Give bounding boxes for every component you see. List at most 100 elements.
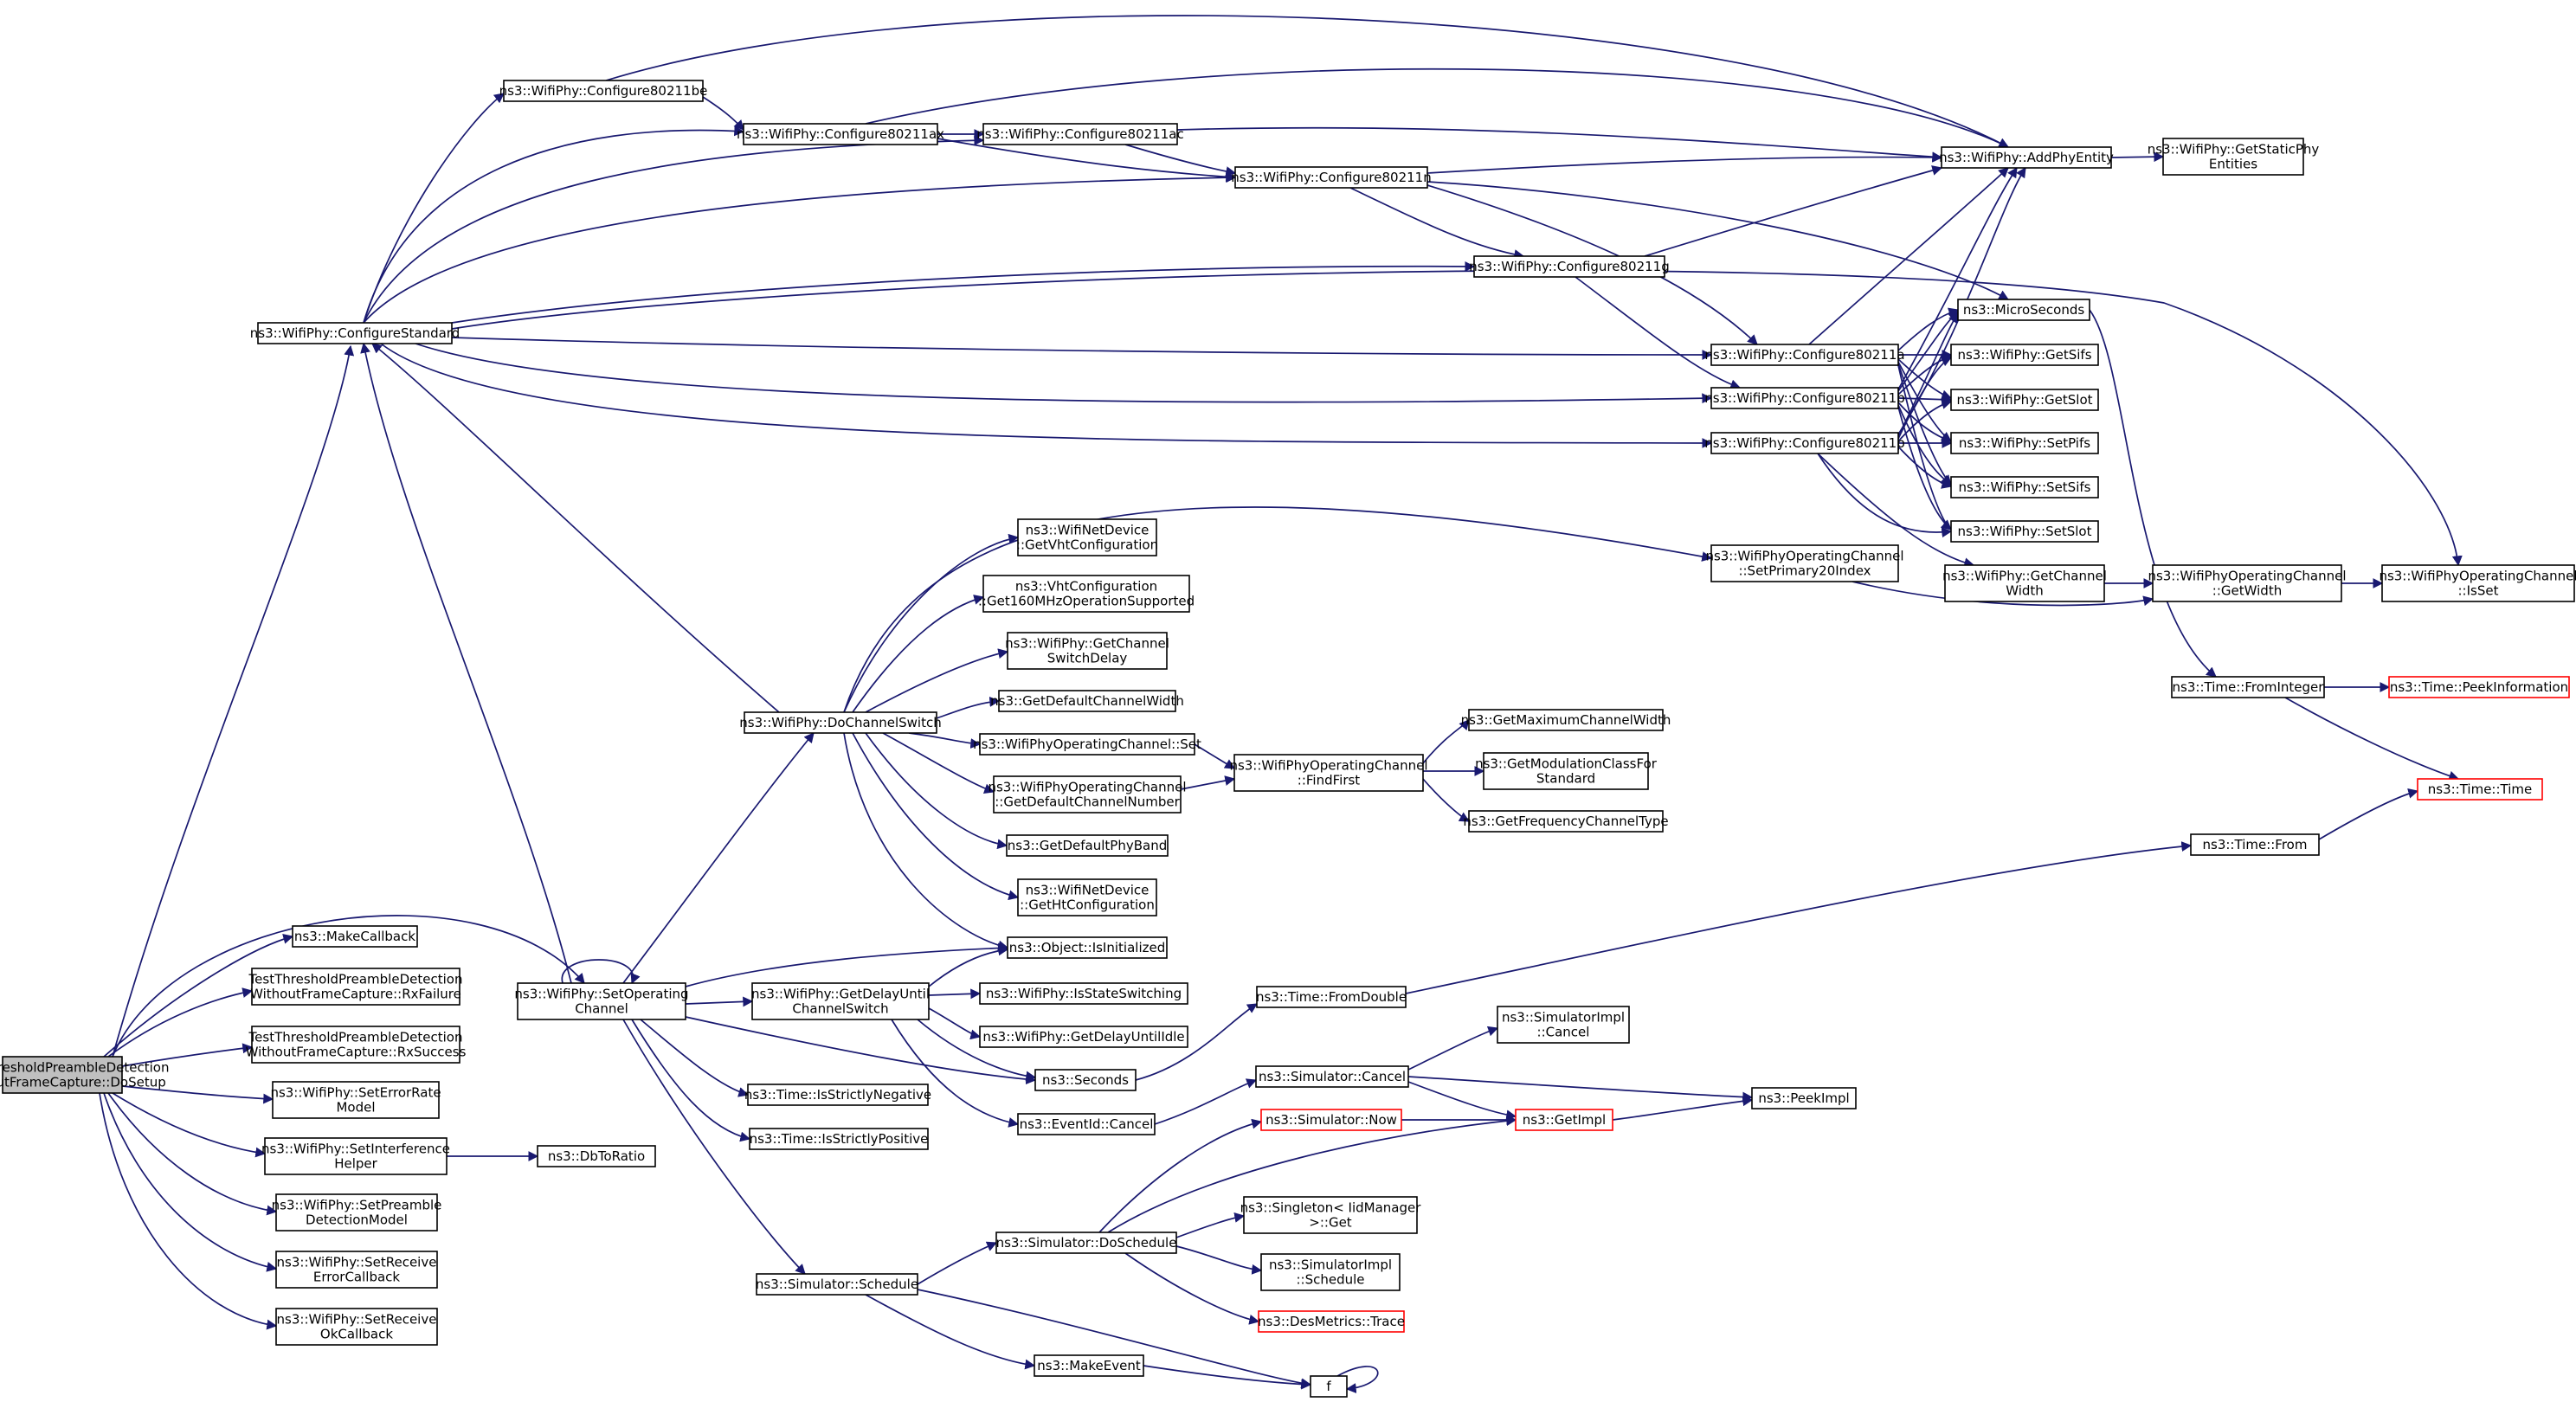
node-rxSuccess[interactable]: TestThresholdPreambleDetectionWithoutFra…	[246, 1026, 467, 1064]
node-label: TestThresholdPreambleDetection	[0, 1060, 169, 1076]
node-opChIsSet[interactable]: ns3::WifiPhyOperatingChannel::IsSet	[2379, 564, 2576, 602]
node-getDefaultPhyBand[interactable]: ns3::GetDefaultPhyBand	[1006, 834, 1169, 857]
node-box	[1957, 299, 2090, 321]
node-microSeconds[interactable]: ns3::MicroSeconds	[1957, 299, 2090, 321]
node-configure80211b[interactable]: ns3::WifiPhy::Configure80211b	[1704, 387, 1905, 409]
node-doSchedule[interactable]: ns3::Simulator::DoSchedule	[995, 1232, 1177, 1254]
edge-configure80211p-to-setSlot	[1817, 453, 1953, 538]
node-box	[1310, 1375, 1348, 1398]
node-peekImpl[interactable]: ns3::PeekImpl	[1751, 1087, 1857, 1109]
node-getImpl[interactable]: ns3::GetImpl	[1515, 1109, 1613, 1131]
node-getDefaultChannelNumber[interactable]: ns3::WifiPhyOperatingChannel::GetDefault…	[988, 775, 1187, 814]
edge-simulatorSchedule-to-f	[917, 1289, 1312, 1389]
node-configure80211p[interactable]: ns3::WifiPhy::Configure80211p	[1704, 432, 1905, 454]
node-configure80211n[interactable]: ns3::WifiPhy::Configure80211n	[1231, 166, 1432, 189]
node-configure80211g[interactable]: ns3::WifiPhy::Configure80211g	[1469, 255, 1670, 278]
node-setPrimary20Index[interactable]: ns3::WifiPhyOperatingChannel::SetPrimary…	[1705, 544, 1904, 582]
node-doChannelSwitch[interactable]: ns3::WifiPhy::DoChannelSwitch	[739, 711, 942, 734]
edge-doChannelSwitch-to-getDefaultChannelNumber	[882, 732, 995, 794]
node-getHtConfiguration[interactable]: ns3::WifiNetDevice::GetHtConfiguration	[1017, 878, 1157, 916]
node-label: ::FindFirst	[1298, 773, 1361, 788]
node-label: ::Cancel	[1537, 1025, 1590, 1040]
node-box	[995, 1232, 1177, 1254]
node-configure80211a[interactable]: ns3::WifiPhy::Configure80211a	[1704, 344, 1905, 366]
node-label: ChannelSwitch	[792, 1001, 888, 1017]
node-peekInformation[interactable]: ns3::Time::PeekInformation	[2388, 676, 2570, 698]
node-isStrictlyNegative[interactable]: ns3::Time::IsStrictlyNegative	[744, 1084, 931, 1106]
node-opChSet[interactable]: ns3::WifiPhyOperatingChannel::Set	[973, 733, 1201, 756]
node-simImplSchedule[interactable]: ns3::SimulatorImpl::Schedule	[1260, 1253, 1401, 1291]
node-fromInteger[interactable]: ns3::Time::FromInteger	[2171, 676, 2325, 698]
edge-doChannelSwitch-to-getChannelSwitchDelay	[865, 648, 1009, 713]
node-dbToRatio[interactable]: ns3::DbToRatio	[537, 1145, 656, 1167]
node-configureStandard[interactable]: ns3::WifiPhy::ConfigureStandard	[250, 322, 460, 344]
node-box	[1950, 432, 2099, 454]
node-simulatorCancel[interactable]: ns3::Simulator::Cancel	[1255, 1065, 1409, 1088]
node-getVhtConfiguration[interactable]: ns3::WifiNetDevice::GetVhtConfiguration	[1016, 518, 1158, 556]
node-box	[1233, 754, 1424, 792]
edge-configureStandard-to-configure80211g	[451, 260, 1476, 324]
node-getMaximumChannelWidth[interactable]: ns3::GetMaximumChannelWidth	[1461, 709, 1671, 731]
node-timeTime[interactable]: ns3::Time::Time	[2417, 778, 2543, 801]
node-label: ns3::SimulatorImpl	[1269, 1257, 1392, 1273]
node-isStateSwitching[interactable]: ns3::WifiPhy::IsStateSwitching	[979, 982, 1188, 1005]
node-addPhyEntity[interactable]: ns3::WifiPhy::AddPhyEntity	[1939, 146, 2114, 169]
node-opChGetWidth[interactable]: ns3::WifiPhyOperatingChannel::GetWidth	[2148, 564, 2347, 602]
node-simImplCancel[interactable]: ns3::SimulatorImpl::Cancel	[1497, 1006, 1630, 1044]
node-setPifs[interactable]: ns3::WifiPhy::SetPifs	[1950, 432, 2099, 454]
node-rxFailure[interactable]: TestThresholdPreambleDetectionWithoutFra…	[248, 968, 463, 1006]
node-simulatorSchedule[interactable]: ns3::Simulator::Schedule	[756, 1273, 918, 1296]
node-label: ::GetWidth	[2212, 583, 2282, 599]
node-setSifs[interactable]: ns3::WifiPhy::SetSifs	[1950, 476, 2099, 498]
node-configure80211ac[interactable]: ns3::WifiPhy::Configure80211ac	[976, 123, 1184, 145]
node-configure80211be[interactable]: ns3::WifiPhy::Configure80211be	[499, 80, 708, 102]
node-label: ns3::Seconds	[1042, 1072, 1129, 1088]
node-doSetup[interactable]: TestThresholdPreambleDetectionWithoutFra…	[0, 1056, 169, 1094]
node-box	[2152, 564, 2342, 602]
edge-configure80211n-to-configure80211a	[1426, 184, 1758, 345]
node-makeEvent[interactable]: ns3::MakeEvent	[1034, 1354, 1144, 1377]
node-label: ns3::Time::From	[2203, 837, 2308, 852]
node-label: ns3::MicroSeconds	[1963, 302, 2085, 318]
node-configure80211ax[interactable]: ns3::WifiPhy::Configure80211ax	[737, 123, 944, 145]
node-getDefaultChannelWidth[interactable]: ns3::GetDefaultChannelWidth	[990, 690, 1184, 712]
node-seconds[interactable]: ns3::Seconds	[1034, 1069, 1137, 1091]
node-timeFrom[interactable]: ns3::Time::From	[2190, 833, 2320, 856]
node-label: ns3::GetModulationClassFor	[1475, 756, 1658, 772]
node-eventIdCancel[interactable]: ns3::EventId::Cancel	[1017, 1113, 1156, 1135]
node-label: ns3::Singleton< IidManager	[1240, 1200, 1422, 1216]
node-setSlot[interactable]: ns3::WifiPhy::SetSlot	[1950, 520, 2099, 543]
node-getSifs[interactable]: ns3::WifiPhy::GetSifs	[1950, 344, 2099, 366]
edge-makeEvent-to-f	[1143, 1365, 1312, 1390]
edge-doSetup-to-setReceiveErrorCallback	[103, 1092, 278, 1272]
node-getDelayUntilIdle[interactable]: ns3::WifiPhy::GetDelayUntilIdle	[979, 1026, 1188, 1048]
edge-setOperatingChannel-to-configureStandard	[360, 342, 572, 984]
node-fromDouble[interactable]: ns3::Time::FromDouble	[1256, 986, 1407, 1008]
node-get160MHz[interactable]: ns3::VhtConfiguration::Get160MHzOperatio…	[978, 575, 1195, 613]
node-findFirst[interactable]: ns3::WifiPhyOperatingChannel::FindFirst	[1229, 754, 1428, 792]
node-getSlot[interactable]: ns3::WifiPhy::GetSlot	[1950, 389, 2099, 411]
node-isStrictlyPositive[interactable]: ns3::Time::IsStrictlyPositive	[749, 1128, 929, 1150]
node-isInitialized[interactable]: ns3::Object::IsInitialized	[1007, 936, 1168, 959]
node-makeCallback[interactable]: ns3::MakeCallback	[292, 925, 418, 948]
node-desMetricsTrace[interactable]: ns3::DesMetrics::Trace	[1258, 1310, 1405, 1333]
node-getFrequencyChannelType[interactable]: ns3::GetFrequencyChannelType	[1463, 810, 1669, 833]
node-label: ::Schedule	[1296, 1272, 1364, 1288]
node-label: ::IsSet	[2458, 583, 2499, 599]
node-singletonGet[interactable]: ns3::Singleton< IidManager >::Get	[1240, 1196, 1422, 1234]
node-simulatorNow[interactable]: ns3::Simulator::Now	[1260, 1109, 1402, 1131]
edge-doSetup-to-setReceiveOkCallback	[99, 1092, 278, 1330]
node-f[interactable]: f	[1310, 1375, 1348, 1398]
node-box	[1710, 387, 1899, 409]
